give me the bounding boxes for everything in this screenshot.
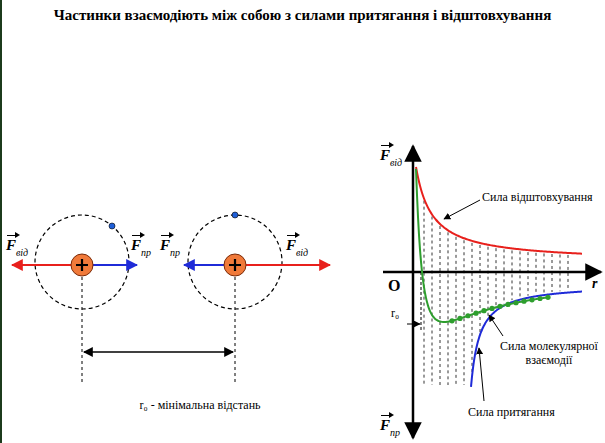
hatch-line bbox=[504, 249, 505, 303]
distance-note: r₀ - мінімальна відстань bbox=[139, 398, 260, 412]
distance-axis bbox=[383, 271, 601, 274]
leader-line bbox=[489, 315, 503, 336]
force-symbol: F bbox=[160, 236, 170, 254]
axis-label: F bbox=[380, 146, 390, 164]
hatch-line bbox=[544, 253, 545, 293]
electron-dot bbox=[109, 223, 115, 229]
leader-line bbox=[479, 348, 484, 401]
curve-dot bbox=[481, 308, 486, 313]
hatch-line bbox=[472, 243, 473, 374]
hatch-line bbox=[488, 247, 489, 317]
curve-dot bbox=[545, 295, 550, 300]
distance-arrow bbox=[84, 351, 233, 352]
axis-label: r bbox=[592, 276, 597, 293]
hatch-line bbox=[448, 232, 449, 385]
curve-dot bbox=[505, 302, 510, 307]
hatch-line bbox=[464, 240, 465, 385]
r0-label: r₀ bbox=[391, 306, 399, 320]
repulsion-arrow bbox=[246, 264, 330, 266]
hatch-line bbox=[480, 245, 481, 333]
hatch-line bbox=[456, 237, 457, 385]
force-subscript: від bbox=[296, 247, 308, 259]
hatch-line bbox=[432, 217, 433, 386]
origin-label: O bbox=[388, 276, 400, 295]
leader-line bbox=[444, 200, 480, 219]
hatch-line bbox=[440, 226, 441, 385]
force-symbol: F bbox=[131, 236, 141, 254]
repulsion-arrow bbox=[12, 264, 71, 266]
electron-dot bbox=[232, 212, 238, 218]
curve-label: Сила молекулярної взаємодії bbox=[497, 339, 601, 368]
curve-dot bbox=[513, 300, 518, 305]
curve-dot bbox=[537, 296, 542, 301]
r0-tick bbox=[421, 272, 422, 330]
curve-dot bbox=[521, 299, 526, 304]
curve-dot bbox=[465, 313, 470, 318]
force-subscript: пр bbox=[390, 427, 400, 439]
hatch-line bbox=[560, 255, 561, 292]
force-subscript: пр bbox=[141, 247, 151, 259]
hatch-line bbox=[520, 251, 521, 297]
force-symbol: F bbox=[6, 236, 16, 254]
curve-dot bbox=[457, 316, 462, 321]
edge-bar bbox=[0, 0, 2, 443]
electron-orbit bbox=[188, 215, 282, 309]
attraction-arrow bbox=[184, 264, 224, 266]
curve-dot bbox=[489, 306, 494, 311]
nucleus bbox=[224, 254, 246, 276]
nucleus bbox=[71, 254, 93, 276]
hatch-line bbox=[496, 248, 497, 309]
curve-dot bbox=[529, 297, 534, 302]
force-subscript: від bbox=[390, 157, 402, 169]
repulsion-curve bbox=[416, 167, 582, 254]
center-line bbox=[82, 277, 83, 385]
curve-label: Сила відштовхування bbox=[482, 190, 593, 204]
curve-dot bbox=[497, 304, 502, 309]
center-line bbox=[235, 277, 236, 385]
hatch-line bbox=[528, 252, 529, 296]
plus-symbol bbox=[76, 259, 88, 271]
plus-symbol bbox=[229, 259, 241, 271]
curve-dot bbox=[449, 318, 454, 323]
slide-title: Частинки взаємодіють між собою з силами … bbox=[54, 6, 552, 24]
hatch-line bbox=[552, 254, 553, 292]
r0-arrow bbox=[407, 324, 420, 325]
hatch-line bbox=[536, 253, 537, 294]
curve-label: Сила притягання bbox=[468, 405, 555, 419]
axis-label: F bbox=[380, 416, 390, 434]
attraction-arrow bbox=[93, 264, 137, 266]
curve-dot bbox=[473, 311, 478, 316]
force-subscript: від bbox=[16, 247, 28, 259]
hatch-line bbox=[512, 250, 513, 300]
hatch-line bbox=[568, 255, 569, 291]
electron-orbit bbox=[35, 215, 129, 309]
force-subscript: пр bbox=[170, 247, 180, 259]
force-axis bbox=[412, 146, 415, 438]
force-symbol: F bbox=[286, 236, 296, 254]
